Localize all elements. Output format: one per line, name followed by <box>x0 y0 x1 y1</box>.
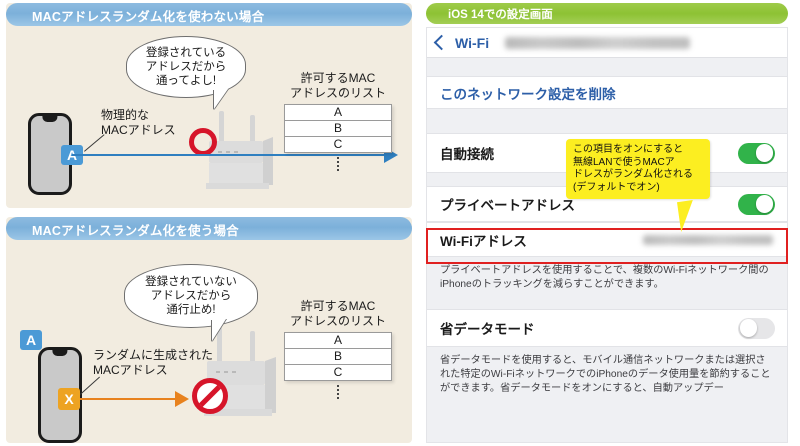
router-antenna-right <box>250 115 255 147</box>
forget-network-row[interactable]: このネットワーク設定を削除 <box>427 76 787 109</box>
ios-settings-body: Wi-Fi このネットワーク設定を削除 自動接続 <box>426 27 788 443</box>
low-data-mode-toggle[interactable] <box>738 317 775 339</box>
back-chevron-icon[interactable] <box>433 34 450 51</box>
flow-arrow-line-top <box>72 154 387 156</box>
random-mac-address-badge: X <box>58 388 80 410</box>
ios-nav-bar: Wi-Fi <box>427 28 787 58</box>
allowed-mac-list-bottom: 許可するMAC アドレスのリスト A B C <box>284 299 392 401</box>
list-continuation-dots-bottom <box>337 385 339 399</box>
low-data-mode-label: 省データモード <box>440 322 535 337</box>
router-antenna-left <box>219 111 224 143</box>
real-mac-address-badge: A <box>20 330 42 350</box>
prohibit-slash <box>199 385 221 407</box>
router-foot <box>204 409 272 416</box>
forget-network-label: このネットワーク設定を削除 <box>440 86 616 102</box>
ios-panel-header-text: iOS 14での設定画面 <box>448 9 553 21</box>
flow-arrow-head-bottom <box>175 391 189 407</box>
diagram-no-randomization: MACアドレスランダム化を使わない場合 A 物理的な MACアドレス <box>6 3 412 208</box>
router-led-3 <box>232 371 236 373</box>
allowed-mac-table-top: A B C <box>284 104 392 153</box>
router-led-3 <box>234 151 238 153</box>
router-led-2 <box>224 371 228 373</box>
list-continuation-dots-top <box>337 157 339 171</box>
router-illustration-top <box>206 111 286 193</box>
speech-bubble-top-text: 登録されている アドレスだから 通ってよし! <box>145 47 227 87</box>
speech-bubble-bottom: 登録されていない アドレスだから 通行止め! <box>124 264 258 328</box>
speech-bubble-top-tail <box>214 89 228 109</box>
speech-bubble-top: 登録されている アドレスだから 通ってよし! <box>126 36 246 98</box>
diagram-bottom-header: MACアドレスランダム化を使う場合 <box>6 217 412 240</box>
table-row: B <box>285 349 391 365</box>
router-antenna-right <box>250 331 255 367</box>
section-gap-2 <box>427 109 787 133</box>
table-row: A <box>285 333 391 349</box>
private-address-toggle[interactable] <box>738 193 775 215</box>
ios-screenshot: iOS 14での設定画面 Wi-Fi このネットワーク設定を削除 自動接続 <box>426 3 796 443</box>
section-gap-4 <box>427 299 787 309</box>
diagram-top-header-text: MACアドレスランダム化を使わない場合 <box>32 10 265 24</box>
table-row: B <box>285 121 391 137</box>
speech-bubble-bottom-tail <box>212 319 226 341</box>
auto-join-toggle[interactable] <box>738 142 775 164</box>
red-circle-marker <box>189 128 217 156</box>
phone-notch <box>42 116 58 122</box>
leader-line-top <box>84 134 105 152</box>
router-led-1 <box>216 371 220 373</box>
toggle-knob <box>755 195 774 213</box>
phone-notch <box>52 350 68 356</box>
router-led-1 <box>218 151 222 153</box>
table-row: C <box>333 137 343 151</box>
router-antenna-left <box>217 327 222 363</box>
back-button-label[interactable]: Wi-Fi <box>455 34 490 51</box>
table-row: A <box>285 105 391 121</box>
router-body-side <box>265 357 276 413</box>
random-mac-label: ランダムに生成された MACアドレス <box>93 348 214 377</box>
section-gap-1 <box>427 58 787 76</box>
low-data-mode-description: 省データモードを使用すると、モバイル通信ネットワークまたは選択された特定のWi-… <box>427 347 787 403</box>
router-body-side <box>263 137 273 185</box>
table-row: C <box>333 365 343 379</box>
router-foot <box>206 183 269 189</box>
toggle-knob <box>739 319 758 337</box>
flow-arrow-line-bottom <box>80 398 178 400</box>
toggle-knob <box>755 144 774 162</box>
router-led-2 <box>226 151 230 153</box>
ios-settings-column: iOS 14での設定画面 Wi-Fi このネットワーク設定を削除 自動接続 <box>420 0 800 446</box>
allowed-mac-list-title-bottom: 許可するMAC アドレスのリスト <box>289 299 386 328</box>
wifi-address-label: Wi-Fiアドレス <box>440 233 527 249</box>
speech-bubble-bottom-text: 登録されていない アドレスだから 通行止め! <box>145 276 237 316</box>
diagram-bottom-header-text: MACアドレスランダム化を使う場合 <box>32 224 239 238</box>
private-address-label: プライベートアドレス <box>440 198 575 213</box>
prohibit-sign-marker <box>192 378 228 414</box>
allowed-mac-list-title-top: 許可するMAC アドレスのリスト <box>289 71 386 100</box>
physical-mac-label: 物理的な MACアドレス <box>101 108 176 137</box>
private-address-description: プライベートアドレスを使用することで、複数のWi-Fiネットワーク間のiPhon… <box>427 257 787 299</box>
annotation-callout: この項目をオンにすると 無線LANで使うMACア ドレスがランダム化される (デ… <box>566 139 710 199</box>
ssid-redacted <box>505 36 691 49</box>
auto-join-label: 自動接続 <box>440 147 494 162</box>
allowed-mac-list-top: 許可するMAC アドレスのリスト A B C <box>284 71 392 173</box>
annotation-callout-text: この項目をオンにすると 無線LANで使うMACア ドレスがランダム化される (デ… <box>573 144 693 193</box>
wifi-address-row: Wi-Fiアドレス <box>427 222 787 257</box>
leader-line-bottom <box>80 376 100 395</box>
wifi-address-value-redacted <box>643 234 773 245</box>
low-data-mode-row[interactable]: 省データモード <box>427 309 787 347</box>
diagram-column: MACアドレスランダム化を使わない場合 A 物理的な MACアドレス <box>6 3 412 443</box>
ios-panel-header: iOS 14での設定画面 <box>426 3 788 24</box>
allowed-mac-table-bottom: A B C <box>284 332 392 381</box>
diagram-with-randomization: MACアドレスランダム化を使う場合 A X ランダムに生成された MACアドレス <box>6 217 412 443</box>
diagram-top-header: MACアドレスランダム化を使わない場合 <box>6 3 412 26</box>
